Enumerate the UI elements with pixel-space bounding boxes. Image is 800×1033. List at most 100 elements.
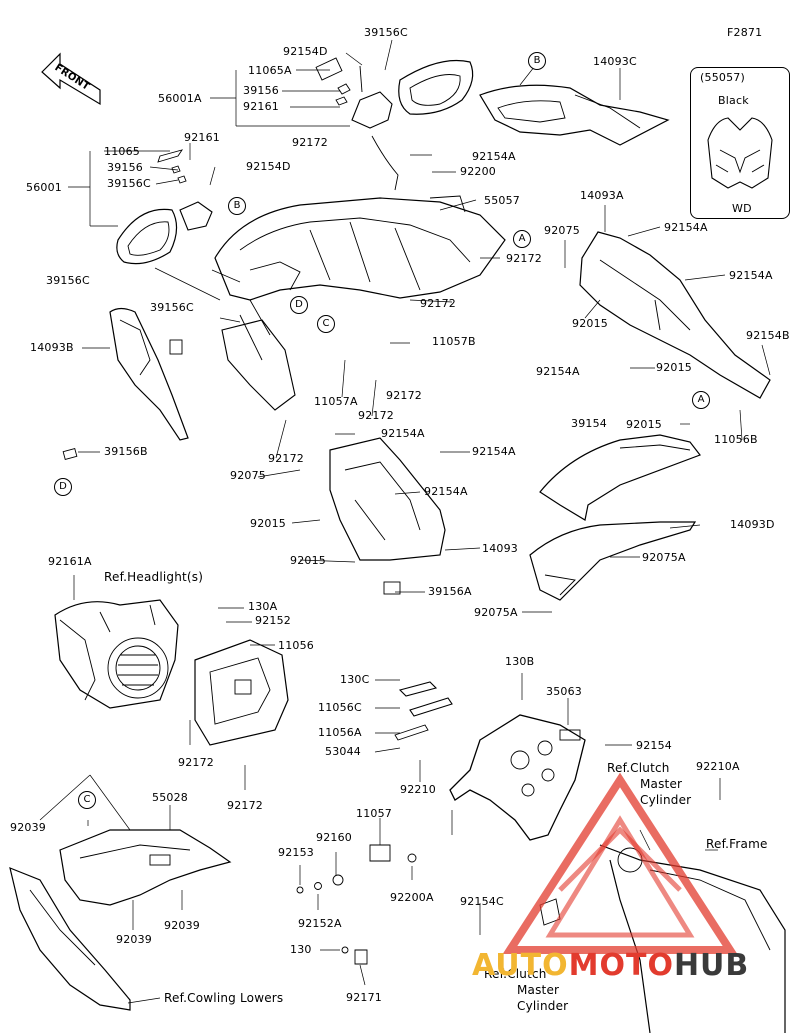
- cowling-lower-ref: [9, 867, 131, 1011]
- label-11056C: 11056C: [318, 701, 362, 714]
- label-92015-e: 92015: [290, 554, 326, 567]
- label-92172-c: 92172: [420, 297, 456, 310]
- label-92154A-d: 92154A: [536, 365, 580, 378]
- label-92172-a: 92172: [292, 136, 328, 149]
- label-92172-b: 92172: [506, 252, 542, 265]
- mirror-assembly-upper: [315, 57, 474, 191]
- label-39156C-top: 39156C: [364, 26, 408, 39]
- label-92161A: 92161A: [48, 555, 92, 568]
- label-11057B: 11057B: [432, 335, 476, 348]
- label-92039-a: 92039: [10, 821, 46, 834]
- callout-b-left: B: [228, 197, 246, 215]
- ref-headlight: Ref.Headlight(s): [104, 570, 204, 584]
- label-55028: 55028: [152, 791, 188, 804]
- callout-a-mid: A: [513, 230, 531, 248]
- callout-d-mid: D: [290, 296, 308, 314]
- upper-cowling-14093C: [479, 84, 670, 146]
- bracket-11056: [194, 639, 289, 746]
- watermark-hub: HUB: [673, 948, 750, 983]
- callout-c-bottom: C: [78, 791, 96, 809]
- label-11057A: 11057A: [314, 395, 358, 408]
- panel-14093D: [529, 521, 697, 601]
- panel-39154: [539, 434, 701, 521]
- label-130: 130: [290, 943, 312, 956]
- ref-frame: Ref.Frame: [706, 837, 768, 851]
- watermark-moto: MOTO: [568, 948, 674, 983]
- inset-cowling-black: [707, 117, 773, 189]
- label-92015-b: 92015: [656, 361, 692, 374]
- label-39156: 39156: [107, 161, 143, 174]
- inset-part-label: (55057): [700, 71, 745, 84]
- label-35063: 35063: [546, 685, 582, 698]
- headlight-assembly: [54, 599, 179, 709]
- label-92153: 92153: [278, 846, 314, 859]
- label-14093: 14093: [482, 542, 518, 555]
- label-39156C: 39156C: [107, 177, 151, 190]
- front-arrow-icon: [41, 52, 101, 106]
- ref-clutch-bottom-line1: Ref.Clutch: [484, 967, 547, 981]
- diagram-code: F2871: [727, 26, 763, 39]
- label-92161: 92161: [184, 131, 220, 144]
- label-92152: 92152: [255, 614, 291, 627]
- ref-clutch-top-line1: Ref.Clutch: [607, 761, 670, 775]
- label-92154D-top: 92154D: [283, 45, 328, 58]
- label-39156C-mid: 39156C: [150, 301, 194, 314]
- label-39156B: 39156B: [104, 445, 148, 458]
- label-39156-top: 39156: [243, 84, 279, 97]
- label-14093B: 14093B: [30, 341, 74, 354]
- ref-clutch-top-line2: Master: [640, 777, 683, 791]
- label-92154A-b: 92154A: [664, 221, 708, 234]
- callout-b-top: B: [528, 52, 546, 70]
- mirror-assembly-left: [116, 149, 213, 265]
- label-92161-top: 92161: [243, 100, 279, 113]
- label-92152A: 92152A: [298, 917, 342, 930]
- side-panel-14093B: [109, 307, 189, 441]
- label-92075A-b: 92075A: [474, 606, 518, 619]
- label-92154: 92154: [636, 739, 672, 752]
- label-14093A: 14093A: [580, 189, 624, 202]
- label-14093C: 14093C: [593, 55, 637, 68]
- label-130A: 130A: [248, 600, 278, 613]
- label-92210: 92210: [400, 783, 436, 796]
- label-92075-a: 92075: [544, 224, 580, 237]
- label-92160: 92160: [316, 831, 352, 844]
- label-11056: 11056: [278, 639, 314, 652]
- label-92172-h: 92172: [227, 799, 263, 812]
- label-92154A-g: 92154A: [424, 485, 468, 498]
- label-92200: 92200: [460, 165, 496, 178]
- ref-cowling-lowers: Ref.Cowling Lowers: [164, 991, 284, 1005]
- label-92154A-c: 92154A: [729, 269, 773, 282]
- label-92039-b: 92039: [164, 919, 200, 932]
- callout-c-mid: C: [317, 315, 335, 333]
- label-11065A: 11065A: [248, 64, 292, 77]
- label-92154A-a: 92154A: [472, 150, 516, 163]
- ref-clutch-bottom-line2: Master: [517, 983, 560, 997]
- label-130C: 130C: [340, 673, 370, 686]
- label-92171: 92171: [346, 991, 382, 1004]
- label-92172-g: 92172: [178, 756, 214, 769]
- label-39156C-left: 39156C: [46, 274, 90, 287]
- label-92154A-e: 92154A: [381, 427, 425, 440]
- label-14093D: 14093D: [730, 518, 775, 531]
- label-92039-c: 92039: [116, 933, 152, 946]
- panel-14093: [329, 437, 446, 595]
- label-92015-a: 92015: [572, 317, 608, 330]
- label-11056A: 11056A: [318, 726, 362, 739]
- inset-note-label: WD: [732, 202, 752, 215]
- label-92172-e: 92172: [358, 409, 394, 422]
- label-92154B: 92154B: [746, 329, 790, 342]
- inner-panel-left: [221, 299, 296, 411]
- watermark-text: AUTOMOTOHUB: [472, 948, 749, 983]
- label-92154C: 92154C: [460, 895, 504, 908]
- inset-color-label: Black: [718, 94, 749, 107]
- inner-cover-55028: [59, 829, 232, 906]
- frame-stay-35063: [449, 714, 586, 841]
- label-11065: 11065: [104, 145, 140, 158]
- ref-clutch-top-line3: Cylinder: [640, 793, 692, 807]
- label-92154D: 92154D: [246, 160, 291, 173]
- label-92172-d: 92172: [386, 389, 422, 402]
- label-39156A: 39156A: [428, 585, 472, 598]
- label-92200A: 92200A: [390, 891, 434, 904]
- label-39154: 39154: [571, 417, 607, 430]
